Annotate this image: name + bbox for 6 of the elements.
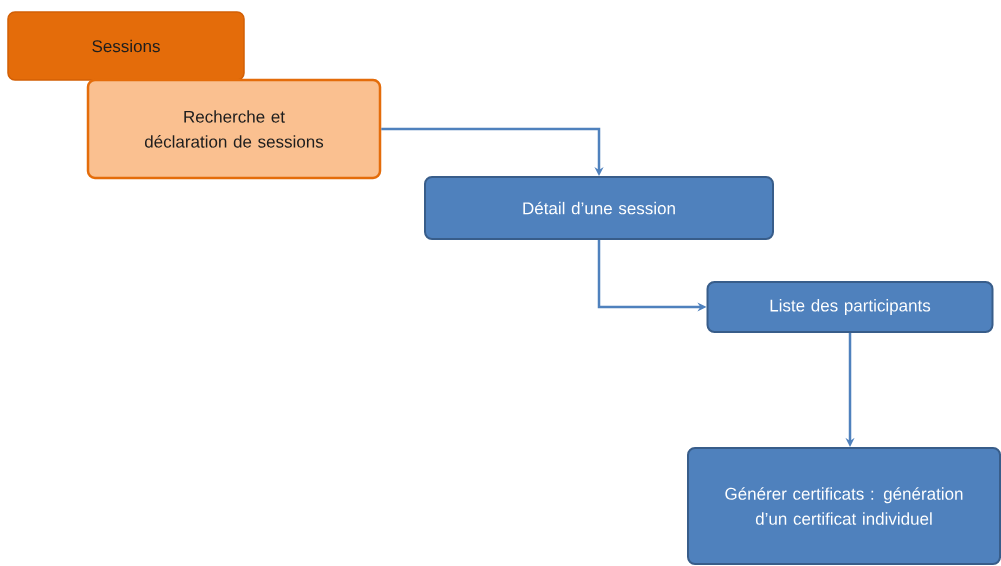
process-box: Détail d’une session [424,176,774,240]
tab-box: Sessions [7,11,245,81]
process-box: Recherche et déclaration de sessions [86,78,382,180]
arrow [381,127,604,176]
process-box: Liste des participants [706,281,994,333]
process-box: Générer certificats : génération d’un certificat individuel [687,447,1001,565]
